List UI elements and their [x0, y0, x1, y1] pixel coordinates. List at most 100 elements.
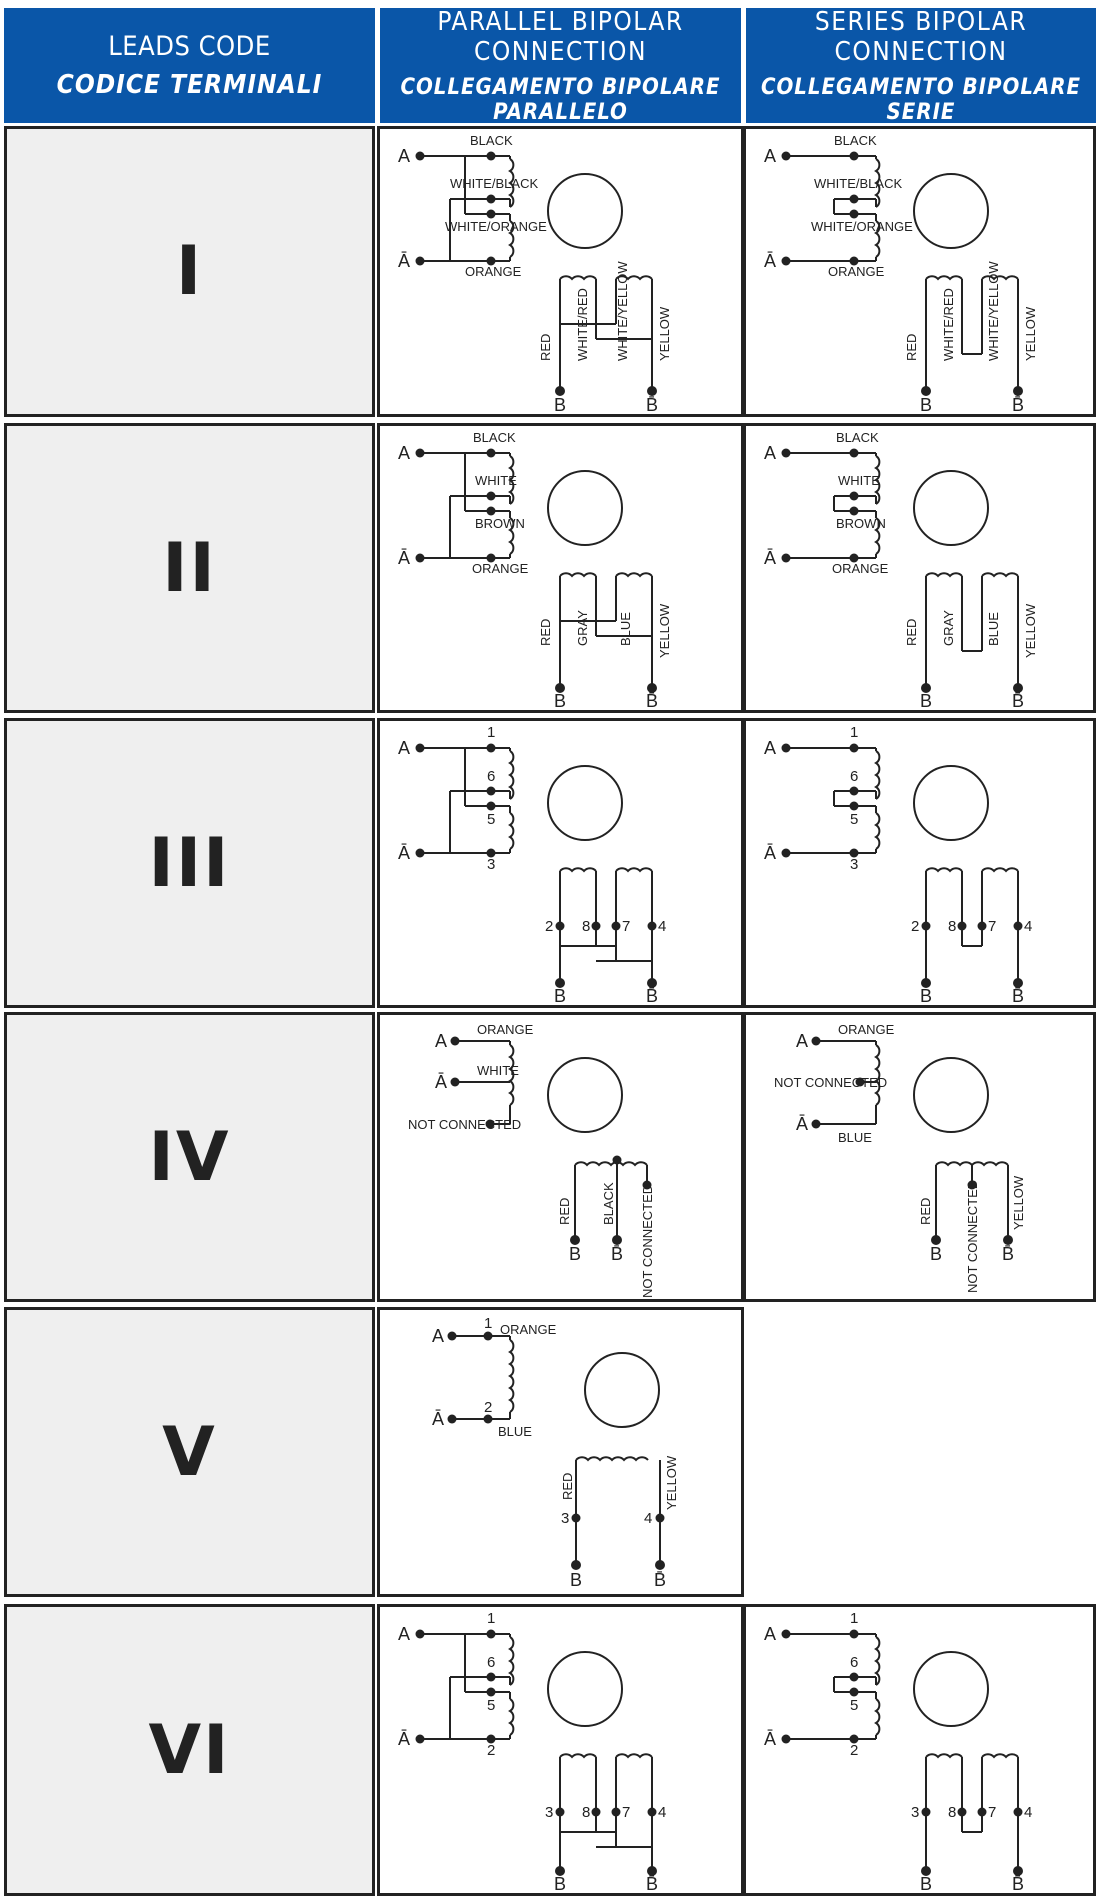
terminal-b-label: B	[554, 1874, 566, 1893]
terminal-a-label: A	[764, 443, 776, 463]
terminal-abar-label: Ā	[435, 1072, 447, 1092]
leads-code-label: III	[148, 823, 231, 903]
leads-code-label: V	[162, 1412, 217, 1492]
wire-b4-label: YELLOW	[657, 306, 672, 361]
terminal-abar-label: Ā	[764, 1729, 776, 1749]
terminal-b-label: B	[554, 691, 566, 710]
terminal-b-label: B	[570, 1570, 582, 1590]
wire-b1-label: RED	[538, 334, 553, 361]
pin-a2-label: 6	[850, 768, 858, 785]
wire-b1-label: RED	[918, 1198, 933, 1225]
pin-b2-label: 8	[948, 1804, 956, 1821]
terminal-abar-label: Ā	[764, 548, 776, 568]
pin-a1-label: 1	[487, 724, 495, 741]
wire-a4-label: ORANGE	[465, 264, 522, 279]
header-parallel-it: COLLEGAMENTO BIPOLARE PARALLELO	[400, 74, 721, 125]
wire-a2-label: WHITE/BLACK	[814, 176, 902, 191]
terminal-b-label: B	[920, 395, 932, 414]
pin-b4-label: 4	[1024, 1804, 1032, 1821]
terminal-a-label: A	[764, 738, 776, 758]
terminal-abar-label: Ā	[398, 1729, 410, 1749]
pin-a4-label: 3	[487, 856, 495, 873]
terminal-abar-label: Ā	[764, 251, 776, 271]
pin-n2-label: 2	[484, 1399, 492, 1416]
wire-b4-label: YELLOW	[1023, 603, 1038, 658]
wire-a1-label: BLACK	[473, 430, 516, 445]
terminal-a-label: A	[398, 1624, 410, 1644]
pin-a3-label: 5	[487, 811, 495, 828]
wire-a2-label: BLUE	[498, 1424, 532, 1439]
wiring-diagram: A Ā BLACK WHITE BROWN ORANGE RED GRAY BL…	[764, 430, 1038, 710]
wire-b1-label: RED	[904, 334, 919, 361]
pin-a4-label: 3	[850, 856, 858, 873]
terminal-b-label: B	[554, 986, 566, 1005]
wire-a2-label: WHITE	[477, 1063, 519, 1078]
terminal-a-label: A	[398, 738, 410, 758]
terminal-b-label: B	[920, 691, 932, 710]
pin-a1-label: 1	[850, 1610, 858, 1627]
wire-a3-label: WHITE/ORANGE	[811, 219, 913, 234]
header-series-it: COLLEGAMENTO BIPOLARE SERIE	[760, 74, 1082, 125]
pin-b2-label: 8	[582, 918, 590, 935]
pin-b2-label: 8	[582, 1804, 590, 1821]
diagram-parallel-row-5: A Ā 1 ORANGE 2 BLUE RED YELLOW 3 4 B B̄	[377, 1307, 744, 1597]
leads-code-row-6: VI	[4, 1604, 375, 1896]
wire-b2-label: GRAY	[575, 610, 590, 646]
pin-n3-label: 3	[561, 1510, 569, 1527]
pin-b2-label: 8	[948, 918, 956, 935]
wire-a3-label: WHITE/ORANGE	[445, 219, 547, 234]
wire-b3-label: BLUE	[986, 612, 1001, 646]
diagram-parallel-row-6: A Ā 1 6 5 2 3 8 7 4 B B̄	[377, 1604, 744, 1896]
leads-code-row-2: II	[4, 423, 375, 713]
header-series-en: SERIES BIPOLAR CONNECTION	[814, 6, 1028, 67]
pin-b1-label: 2	[911, 918, 919, 935]
diagram-parallel-row-1: A Ā BLACK WHITE/BLACK WHITE/ORANGE ORANG…	[377, 126, 744, 417]
wire-a2-label: WHITE	[838, 473, 880, 488]
wire-nc-label: NOT CONNECTED	[408, 1117, 521, 1132]
wire-b2-label: WHITE/RED	[941, 288, 956, 361]
terminal-b-label: B	[930, 1244, 942, 1264]
terminal-b-label: B	[920, 1874, 932, 1893]
terminal-a-label: A	[398, 443, 410, 463]
leads-code-row-5: V	[4, 1307, 375, 1597]
wire-b1-label: RED	[557, 1198, 572, 1225]
header-leads-code-it: CODICE TERMINALI	[56, 70, 323, 100]
terminal-abar-label: Ā	[398, 251, 410, 271]
pin-n4-label: 4	[644, 1510, 652, 1527]
pin-b1-label: 2	[545, 918, 553, 935]
wire-b4-label: YELLOW	[657, 603, 672, 658]
wire-b4-label: YELLOW	[1023, 306, 1038, 361]
diagram-series-row-6: A Ā 1 6 5 2 3 8 7 4 B B̄	[743, 1604, 1096, 1896]
header-leads-code: LEADS CODE CODICE TERMINALI	[4, 8, 375, 123]
wire-a2-label: WHITE	[475, 473, 517, 488]
wire-a1-label: ORANGE	[477, 1022, 534, 1037]
wire-a1-label: BLACK	[834, 133, 877, 148]
terminal-a-label: A	[796, 1031, 808, 1051]
diagram-series-row-1: A Ā BLACK WHITE/BLACK WHITE/ORANGE ORANG…	[743, 126, 1096, 417]
wire-a2-label: BLUE	[838, 1130, 872, 1145]
terminal-b-label: B	[920, 986, 932, 1005]
pin-a3-label: 5	[850, 811, 858, 828]
pin-b1-label: 3	[911, 1804, 919, 1821]
wire-b2-label: BLACK	[601, 1182, 616, 1225]
terminal-abar-label: Ā	[398, 548, 410, 568]
wire-nc-label: NOT CONNECTED	[774, 1075, 887, 1090]
leads-code-label: I	[175, 232, 204, 311]
terminal-bbar-label: B̄	[611, 1244, 623, 1264]
wire-b3-label: BLUE	[618, 612, 633, 646]
pin-a1-label: 1	[487, 1610, 495, 1627]
terminal-abar-label: Ā	[764, 843, 776, 863]
diagram-parallel-row-4: A Ā ORANGE WHITE NOT CONNECTED RED BLACK…	[377, 1012, 744, 1302]
wire-a1-label: ORANGE	[500, 1322, 557, 1337]
wire-b1-label: RED	[904, 619, 919, 646]
wire-b3-label: YELLOW	[1011, 1175, 1026, 1230]
wire-a1-label: BLACK	[470, 133, 513, 148]
leads-code-row-4: IV	[4, 1012, 375, 1302]
pin-a3-label: 5	[850, 1697, 858, 1714]
wiring-diagram: A Ā 1 6 5 2 3 8 7 4 B B̄	[764, 1610, 1032, 1893]
pin-a2-label: 6	[487, 1654, 495, 1671]
terminal-bbar-label: B̄	[646, 986, 658, 1005]
terminal-bbar-label: B̄	[646, 691, 658, 710]
terminal-b-label: B	[569, 1244, 581, 1264]
wire-a4-label: ORANGE	[472, 561, 529, 576]
